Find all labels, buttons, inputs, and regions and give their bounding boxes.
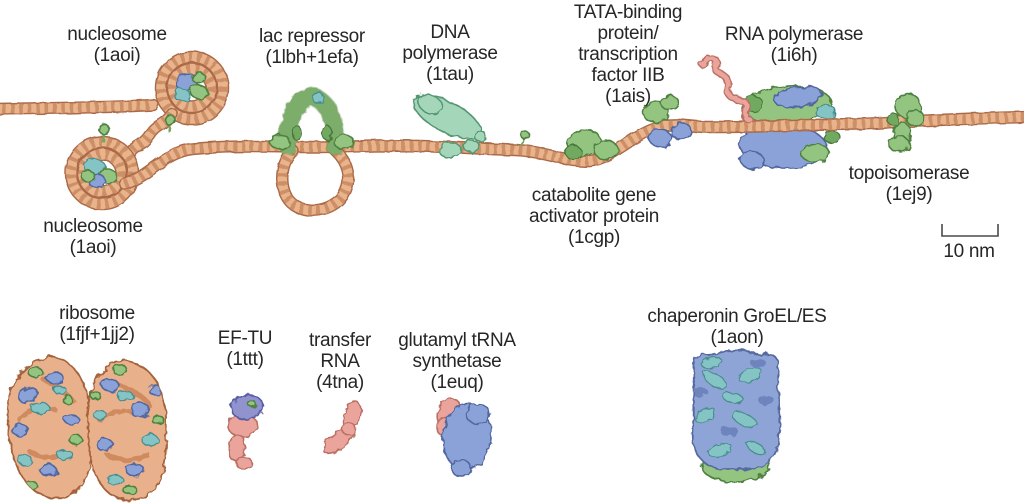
label-line: chaperonin GroEL/ES xyxy=(647,306,827,327)
label-line: EF-TU xyxy=(217,328,273,349)
label-line: (1fjf+1jj2) xyxy=(59,324,135,345)
glutamyl-trna-synthetase-structure xyxy=(436,397,492,477)
label-trna: transfer RNA (4tna) xyxy=(280,330,400,393)
label-line: RNA xyxy=(320,351,360,372)
label-rna-polymerase: RNA polymerase (1i6h) xyxy=(704,24,884,66)
label-line: (1tau) xyxy=(426,64,474,85)
label-line: synthetase xyxy=(412,351,502,372)
scale-bar xyxy=(941,224,999,237)
rna-transcript xyxy=(698,54,754,124)
dna-loop xyxy=(282,150,348,210)
rna-polymerase-structure xyxy=(738,84,841,170)
label-line: (1lbh+1efa) xyxy=(265,47,359,68)
texture-patches xyxy=(11,366,83,490)
tbp-tfiib-structure xyxy=(642,95,692,149)
label-lac-repressor: lac repressor (1lbh+1efa) xyxy=(232,26,392,68)
label-topoisomerase: topoisomerase (1ej9) xyxy=(829,163,989,205)
dna-strand xyxy=(0,50,1024,210)
label-line: nucleosome xyxy=(67,24,167,45)
cap-structure xyxy=(564,128,619,161)
label-line: (1aoi) xyxy=(93,45,141,66)
label-chaperonin: chaperonin GroEL/ES (1aon) xyxy=(617,306,857,348)
label-line: catabolite gene xyxy=(531,185,657,206)
label-line: ribosome xyxy=(59,303,135,324)
label-line: (1aoi) xyxy=(69,237,117,258)
label-line: glutamyl tRNA xyxy=(398,330,516,351)
label-tata-tfiib: TATA-binding protein/ transcription fact… xyxy=(558,2,698,107)
label-line: RNA polymerase xyxy=(724,24,864,45)
label-line: (1ttt) xyxy=(226,349,264,370)
chaperonin-structure xyxy=(691,349,781,483)
scale-bar-label: 10 nm xyxy=(919,241,1019,262)
histone-tails xyxy=(98,114,530,147)
label-line: topoisomerase xyxy=(848,163,970,184)
label-line: polymerase xyxy=(402,43,498,64)
label-line: TATA-binding xyxy=(573,2,683,23)
dna-polymerase-structure xyxy=(412,93,487,159)
texture-patches xyxy=(90,364,165,495)
label-line: protein/ xyxy=(597,23,659,44)
label-glutamyl-trna-synthetase: glutamyl tRNA synthetase (1euq) xyxy=(377,330,537,393)
label-line: (1i6h) xyxy=(770,45,818,66)
trna-structure xyxy=(322,400,362,455)
label-line: nucleosome xyxy=(43,216,143,237)
label-line: (4tna) xyxy=(316,372,364,393)
label-cap: catabolite gene activator protein (1cgp) xyxy=(504,185,684,248)
histone-core-top xyxy=(173,72,209,102)
label-line: (1euq) xyxy=(430,372,484,393)
label-line: activator protein xyxy=(528,206,660,227)
label-line: transcription xyxy=(578,44,678,65)
label-line: DNA xyxy=(430,22,470,43)
label-line: (1ais) xyxy=(605,86,651,107)
label-dna-polymerase: DNA polymerase (1tau) xyxy=(380,22,520,85)
label-line: (1aon) xyxy=(710,327,764,348)
label-line: (1ej9) xyxy=(885,184,933,205)
ribosome-structure xyxy=(6,355,168,501)
label-nucleosome-bottom: nucleosome (1aoi) xyxy=(13,216,173,258)
nucleosome-coil-top xyxy=(154,50,230,126)
label-line: (1cgp) xyxy=(567,227,621,248)
label-ef-tu: EF-TU (1ttt) xyxy=(185,328,305,370)
label-line: 10 nm xyxy=(943,241,995,262)
label-line: lac repressor xyxy=(259,26,365,47)
texture-patches xyxy=(692,356,774,458)
label-ribosome: ribosome (1fjf+1jj2) xyxy=(17,303,177,345)
ef-tu-structure xyxy=(227,394,264,470)
label-line: transfer xyxy=(308,330,371,351)
topoisomerase-structure xyxy=(886,93,925,153)
histone-core-bottom xyxy=(80,158,118,189)
label-line: factor IIB xyxy=(591,65,665,86)
dna-top-segment xyxy=(0,105,153,109)
label-nucleosome-top: nucleosome (1aoi) xyxy=(37,24,197,66)
lac-repressor-structure xyxy=(269,86,355,156)
